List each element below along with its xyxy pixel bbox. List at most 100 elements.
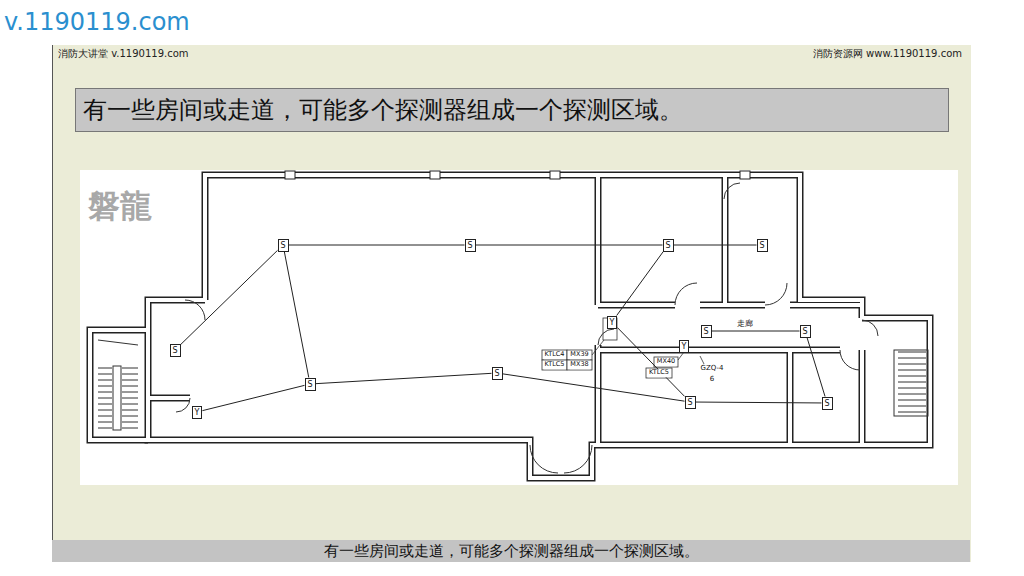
stair-tread	[898, 394, 926, 395]
wire	[617, 328, 684, 397]
detector-letter: S	[688, 398, 693, 407]
plan-label: 消防资源网 www.1190119.com	[813, 48, 962, 59]
wire	[284, 252, 308, 378]
stair-tread	[122, 404, 138, 405]
stair-tread	[898, 388, 926, 389]
stair-tread	[122, 392, 138, 393]
title-bar: 有一些房间或走道，可能多个探测器组成一个探测区域。	[75, 88, 949, 132]
wall	[790, 302, 862, 309]
wall-core	[862, 318, 930, 445]
window-mark	[550, 171, 560, 179]
plan-label: 6	[709, 375, 715, 383]
wire	[289, 245, 465, 246]
door-swing	[840, 350, 860, 370]
plan-label: MX38	[569, 361, 589, 369]
table-cell	[567, 350, 592, 360]
wall-core	[596, 345, 600, 445]
stair-tread	[898, 412, 926, 413]
detector-letter: S	[803, 327, 808, 336]
stair-outline	[894, 350, 928, 416]
leader-line	[678, 352, 684, 360]
plan-label: v.1190119.com	[4, 10, 190, 35]
detector-letter: Y	[682, 342, 687, 351]
stair-tread	[122, 380, 138, 381]
caption-bar: 有一些房间或走道，可能多个探测器组成一个探测区域。	[52, 540, 970, 562]
window-mark	[740, 171, 750, 179]
wall	[700, 302, 765, 309]
detector-symbol: S	[701, 325, 712, 338]
wall	[598, 347, 840, 354]
plan-label: 磐龍	[88, 190, 152, 223]
wall-core	[205, 175, 862, 318]
stair-tread	[98, 392, 112, 393]
stair-tread	[122, 416, 138, 417]
wire	[617, 252, 664, 316]
detector-symbol: Y	[679, 340, 690, 353]
wall	[598, 302, 675, 309]
wall-core	[598, 348, 840, 352]
wire	[476, 245, 663, 246]
stair-handrail	[113, 366, 121, 430]
wall	[862, 318, 930, 445]
window-mark	[430, 171, 440, 179]
window-mark	[285, 171, 295, 179]
detector-letter: S	[468, 241, 473, 250]
wall	[595, 175, 602, 305]
detector-letter: S	[825, 399, 830, 408]
stair-tread	[898, 376, 926, 377]
stair-tread	[898, 364, 926, 365]
stair-tread	[122, 428, 138, 429]
stair-tread	[98, 374, 112, 375]
detector-symbol: S	[822, 397, 833, 410]
detector-symbol: Y	[607, 316, 618, 329]
door-swing	[564, 445, 592, 473]
stair-tread	[98, 368, 112, 369]
detector-symbol: S	[685, 396, 696, 409]
plan-label: 消防大讲堂 v.1190119.com	[58, 48, 189, 59]
stair-tread	[898, 400, 926, 401]
detector-letter: S	[173, 346, 178, 355]
wire	[712, 331, 800, 332]
stair-tread	[98, 404, 112, 405]
stair-tread	[898, 382, 926, 383]
leader-line	[592, 340, 604, 355]
stair-tread	[898, 358, 926, 359]
plan-label: MX39	[569, 351, 589, 359]
table-cell	[646, 368, 672, 378]
detector-letter: Y	[195, 408, 200, 417]
table-cell	[542, 360, 567, 370]
detector-symbol: S	[170, 344, 181, 357]
wall-core	[148, 396, 190, 400]
caption-text: 有一些房间或走道，可能多个探测器组成一个探测区域。	[52, 540, 970, 562]
detector-symbol: S	[800, 325, 811, 338]
stair-tread	[98, 416, 112, 417]
detector-letter: S	[308, 380, 313, 389]
detector-symbol: S	[492, 367, 503, 380]
detector-symbol: Y	[192, 406, 203, 419]
detector-symbol: S	[465, 239, 476, 252]
wire	[181, 250, 278, 344]
door-swing	[765, 283, 787, 305]
door-swing	[176, 398, 190, 412]
wall-core	[148, 300, 865, 478]
plan-label: GZQ-4	[700, 364, 725, 372]
wire	[807, 338, 825, 397]
stair-tread	[122, 386, 138, 387]
door-swing	[675, 283, 697, 305]
door-swing	[530, 445, 558, 473]
title-text: 有一些房间或走道，可能多个探测器组成一个探测区域。	[76, 89, 948, 131]
wall	[90, 330, 148, 440]
wire	[696, 402, 822, 404]
detector-letter: S	[495, 369, 500, 378]
plan-label: KTLC5	[648, 369, 670, 377]
wall-core	[598, 303, 675, 307]
wall	[148, 300, 865, 478]
wall	[205, 175, 862, 318]
stair-tread	[898, 352, 926, 353]
wall	[148, 395, 190, 402]
wall	[787, 350, 794, 445]
stair-tread	[98, 380, 112, 381]
leader-line	[700, 356, 704, 364]
plan-label: KTLC5	[543, 361, 565, 369]
